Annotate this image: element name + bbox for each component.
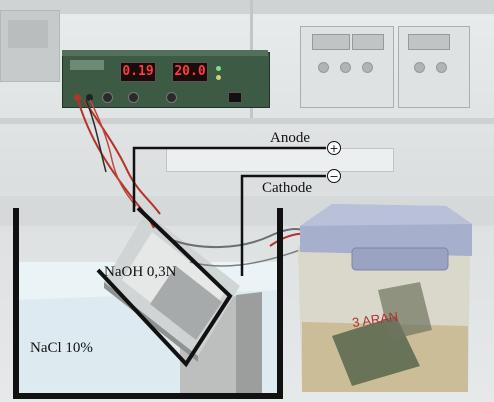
nacl-solution-label: NaCl 10% <box>30 340 93 356</box>
background-supply-unit-1-screen <box>312 34 350 50</box>
lab-equipment-left-2 <box>8 20 48 48</box>
power-switch <box>228 92 242 103</box>
knob-icon <box>128 92 139 103</box>
output-terminal-black <box>86 94 93 101</box>
output-terminal-red <box>74 94 81 101</box>
indicator-light <box>216 66 221 71</box>
background-knob-icon <box>318 62 329 73</box>
membrane-cell-frame <box>150 266 222 340</box>
background-supply-unit-2-screen <box>408 34 450 50</box>
knob-icon <box>166 92 177 103</box>
red-wire <box>89 99 137 207</box>
cell-support-stand-edge <box>236 292 262 396</box>
current-display: 20.0 <box>172 62 208 82</box>
background-supply-unit-1-screen-2 <box>352 34 384 50</box>
anode-wire <box>132 146 326 212</box>
lab-shelf-top <box>0 0 494 14</box>
background-knob-icon <box>340 62 351 73</box>
container-inner-plate <box>378 282 432 340</box>
naoh-solution-label: NaOH 0,3N <box>104 264 177 280</box>
container-handle <box>351 247 449 271</box>
anode-plus-icon: + <box>327 141 341 155</box>
background-knob-icon <box>362 62 373 73</box>
grey-cable <box>189 249 301 267</box>
cathode-wire <box>240 174 326 276</box>
container-lid-top <box>300 204 472 226</box>
inner-cell-outline <box>96 206 233 368</box>
outer-bath-outline <box>13 208 283 399</box>
power-supply-brand-plate <box>70 60 104 70</box>
cathode-minus-icon: − <box>327 169 341 183</box>
knob-icon <box>102 92 113 103</box>
lab-shelf <box>0 118 494 124</box>
voltage-display: 0.19 <box>120 62 156 82</box>
red-wire <box>83 99 161 215</box>
power-supply-top <box>62 50 268 56</box>
anode-label: Anode <box>270 130 310 146</box>
cathode-label: Cathode <box>262 180 312 196</box>
black-wire <box>85 99 107 173</box>
indicator-light <box>216 75 221 80</box>
background-knob-icon <box>436 62 447 73</box>
background-knob-icon <box>414 62 425 73</box>
